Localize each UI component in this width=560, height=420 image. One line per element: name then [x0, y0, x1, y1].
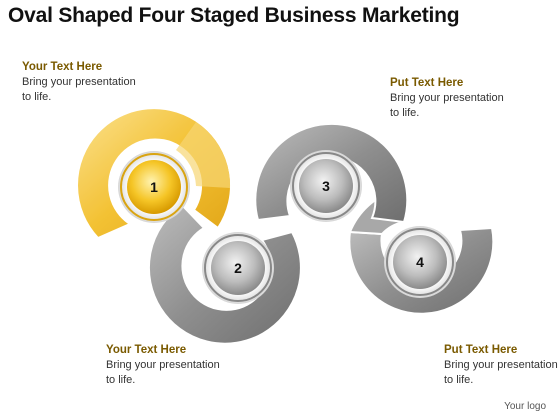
stage-1-number: 1 [150, 179, 158, 195]
stage-1-hub: 1 [118, 151, 190, 223]
stage-1-body: Bring your presentation to life. [22, 76, 136, 103]
stage-2-text: Your Text Here Bring your presentation t… [106, 343, 226, 388]
stage-1-ring [76, 107, 232, 240]
stage-4-number: 4 [416, 254, 424, 270]
stage-1-text: Your Text Here Bring your presentation t… [22, 60, 142, 105]
stage-3-hub: 3 [290, 150, 362, 222]
stage-2-number: 2 [234, 260, 242, 276]
stage-3-text: Put Text Here Bring your presentation to… [390, 76, 510, 121]
stage-2-heading: Your Text Here [106, 344, 187, 356]
stage-4-body: Bring your presentation to life. [444, 359, 558, 386]
stage-3-body: Bring your presentation to life. [390, 92, 504, 119]
stage-4-hub: 4 [384, 226, 456, 298]
stage-4-heading: Put Text Here [444, 344, 518, 356]
page-title: Oval Shaped Four Staged Business Marketi… [8, 4, 460, 27]
stage-3-heading: Put Text Here [390, 77, 464, 89]
stage-1-heading: Your Text Here [22, 61, 103, 73]
logo-text: Your logo [504, 401, 546, 412]
stage-2-hub: 2 [202, 232, 274, 304]
stage-2-body: Bring your presentation to life. [106, 359, 220, 386]
stage-3-number: 3 [322, 178, 330, 194]
stage-4-text: Put Text Here Bring your presentation to… [444, 343, 560, 388]
